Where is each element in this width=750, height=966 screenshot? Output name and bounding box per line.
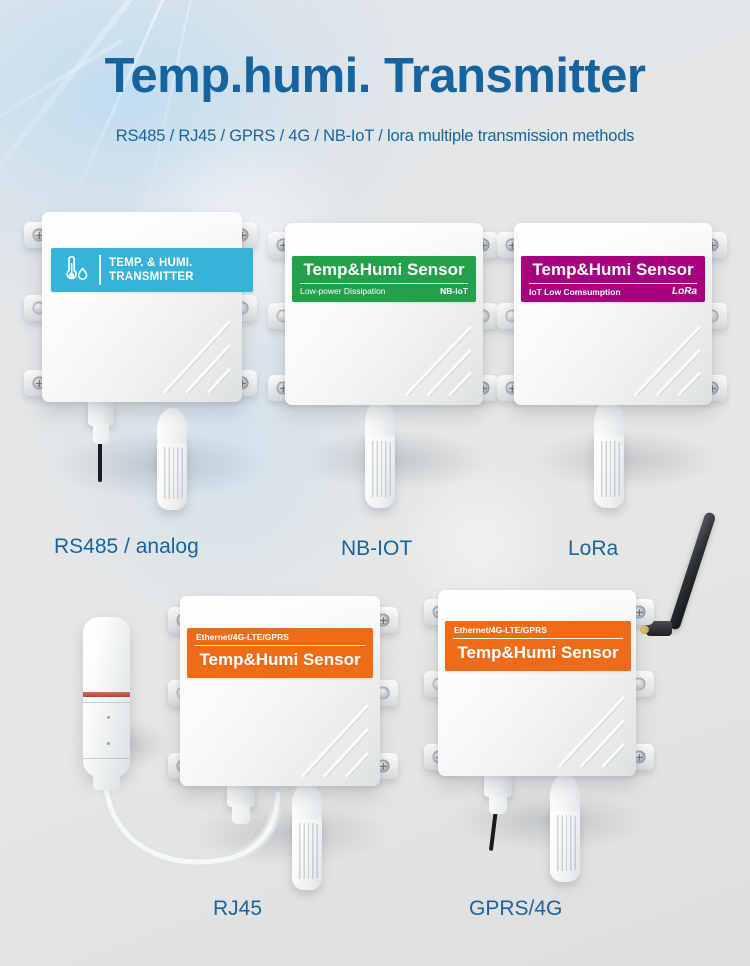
probe-vent-slots (554, 814, 576, 871)
probe-vent-slots (161, 446, 183, 500)
probe-vent-slots (598, 440, 620, 497)
label-title: Temp&Humi Sensor (303, 260, 465, 279)
product-label-plate: Temp&Humi Sensor Low-power Dissipation N… (292, 256, 476, 302)
red-indicator-band (83, 692, 130, 698)
white-sensor-cable (99, 760, 284, 868)
sensor-probe (292, 782, 322, 890)
product-caption-rs485: RS485 / analog (54, 535, 199, 558)
product-label-plate: Ethernet/4G-LTE/GPRS Temp&Humi Sensor (187, 628, 373, 678)
probe-cap (550, 774, 580, 811)
label-divider (195, 645, 365, 646)
probe-seam (83, 701, 130, 704)
label-sub-right: LoRa (672, 286, 697, 297)
probe-barrel (594, 428, 624, 508)
sensor-probe (594, 400, 624, 508)
gland-tip (232, 804, 250, 824)
label-sub-top: Ethernet/4G-LTE/GPRS (196, 632, 289, 642)
label-text: TEMP. & HUMI. TRANSMITTER (109, 256, 194, 283)
external-probe-body (83, 617, 130, 777)
thermometer-icon (66, 255, 88, 280)
probe-cap (157, 408, 187, 443)
cable-gland (484, 774, 512, 814)
page-subtitle: RS485 / RJ45 / GPRS / 4G / NB-IoT / lora… (115, 127, 635, 145)
external-sensor-probe (83, 617, 130, 790)
label-title: Temp&Humi Sensor (199, 650, 361, 669)
label-sub-right: NB-IoT (440, 286, 468, 296)
label-subrow: Low-power Dissipation NB-IoT (292, 286, 476, 296)
enclosure-body (42, 212, 242, 402)
enclosure-body (514, 223, 712, 405)
label-title: Temp&Humi Sensor (532, 260, 694, 279)
product-caption-gprs-4g: GPRS/4G (469, 897, 563, 920)
probe-cap (365, 400, 395, 437)
label-sub-left: IoT Low Comsumption (529, 286, 621, 297)
gland-tip (489, 794, 507, 814)
gland-nut (484, 774, 512, 798)
product-caption-nb-iot: NB-IOT (341, 537, 413, 560)
probe-barrel (157, 434, 187, 510)
product-label-plate: TEMP. & HUMI. TRANSMITTER (51, 248, 253, 292)
product-caption-rj45: RJ45 (213, 897, 263, 920)
diagonal-hatch-decoration (633, 326, 701, 396)
enclosure-body (438, 590, 636, 776)
antenna-hinge (646, 621, 672, 636)
black-cable (98, 438, 102, 482)
product-label-plate: Ethernet/4G-LTE/GPRS Temp&Humi Sensor (445, 621, 631, 671)
diagonal-hatch-decoration (162, 319, 230, 393)
gland-tip (92, 422, 110, 444)
label-divider (99, 255, 101, 285)
page-title: Temp.humi. Transmitter (104, 49, 646, 103)
probe-barrel (292, 810, 322, 890)
label-divider (453, 638, 623, 639)
label-divider (300, 283, 468, 284)
antenna (620, 505, 730, 665)
gland-nut (227, 784, 255, 808)
diagonal-hatch-decoration (557, 695, 625, 767)
product-caption-lora: LoRa (568, 537, 619, 560)
probe-cap (292, 782, 322, 819)
probe-screw-dot (107, 716, 111, 720)
probe-connector (93, 774, 120, 790)
probe-barrel (365, 428, 395, 508)
probe-vent-slots (369, 440, 391, 497)
probe-vent-slots (296, 822, 318, 879)
diagonal-hatch-decoration (404, 326, 472, 396)
diagonal-hatch-decoration (300, 703, 368, 777)
enclosure-body (180, 596, 380, 786)
sensor-probe (365, 400, 395, 508)
cable-gland (227, 784, 255, 824)
black-cable (488, 808, 498, 851)
label-subrow: IoT Low Comsumption LoRa (521, 286, 705, 297)
cable-gland (88, 400, 114, 444)
label-sub-top: Ethernet/4G-LTE/GPRS (454, 625, 547, 635)
probe-cap (594, 400, 624, 437)
banner-header: Temp.humi. Transmitter RS485 / RJ45 / GP… (0, 52, 750, 146)
gland-nut (88, 400, 114, 426)
enclosure-body (285, 223, 483, 405)
product-label-plate: Temp&Humi Sensor IoT Low Comsumption LoR… (521, 256, 705, 302)
sensor-probe (157, 408, 187, 510)
label-title: Temp&Humi Sensor (457, 643, 619, 662)
probe-screw-dot (107, 741, 111, 745)
label-sub-left: Low-power Dissipation (300, 286, 386, 296)
antenna-rod (668, 511, 717, 631)
probe-barrel (550, 802, 580, 882)
sensor-probe (550, 774, 580, 882)
probe-seam (83, 757, 130, 760)
label-divider (529, 283, 697, 284)
antenna-connector-icon (640, 625, 649, 634)
